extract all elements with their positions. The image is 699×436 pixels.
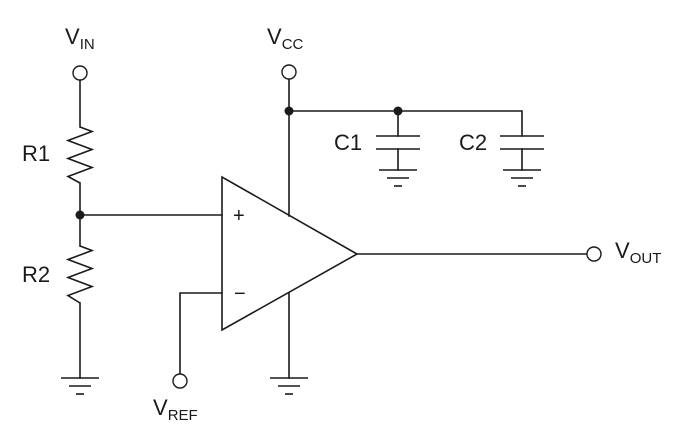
junction-c1 <box>393 106 403 116</box>
label-vcc: VCC <box>267 24 304 53</box>
noninverting-input-sign: + <box>233 205 245 227</box>
terminal-vref <box>172 373 188 389</box>
wire-vref-minus <box>179 292 223 375</box>
label-r2: R2 <box>22 262 50 287</box>
terminal-vcc <box>281 64 297 80</box>
capacitor-c2 <box>500 135 544 150</box>
label-vin: VIN <box>65 24 95 53</box>
junction-vcc <box>284 106 294 116</box>
resistor-r1 <box>65 126 95 184</box>
ground-r2 <box>61 377 99 395</box>
label-vref: VREF <box>153 395 198 424</box>
op-amp-triangle <box>221 175 359 332</box>
ground-c2 <box>503 169 541 187</box>
capacitor-c1 <box>376 135 420 150</box>
label-r1: R1 <box>22 141 50 166</box>
ground-c1 <box>379 169 417 187</box>
ground-opamp <box>270 377 308 395</box>
label-c1: C1 <box>334 130 362 155</box>
label-vout: VOUT <box>615 238 661 267</box>
label-c2: C2 <box>459 130 487 155</box>
wires <box>79 78 588 379</box>
inverting-input-sign: − <box>234 283 246 305</box>
wire-vcc-rail <box>288 110 523 137</box>
resistor-r2 <box>65 245 95 304</box>
terminal-vout <box>586 246 602 262</box>
terminal-vin <box>72 65 88 81</box>
junction-divider <box>75 210 85 220</box>
